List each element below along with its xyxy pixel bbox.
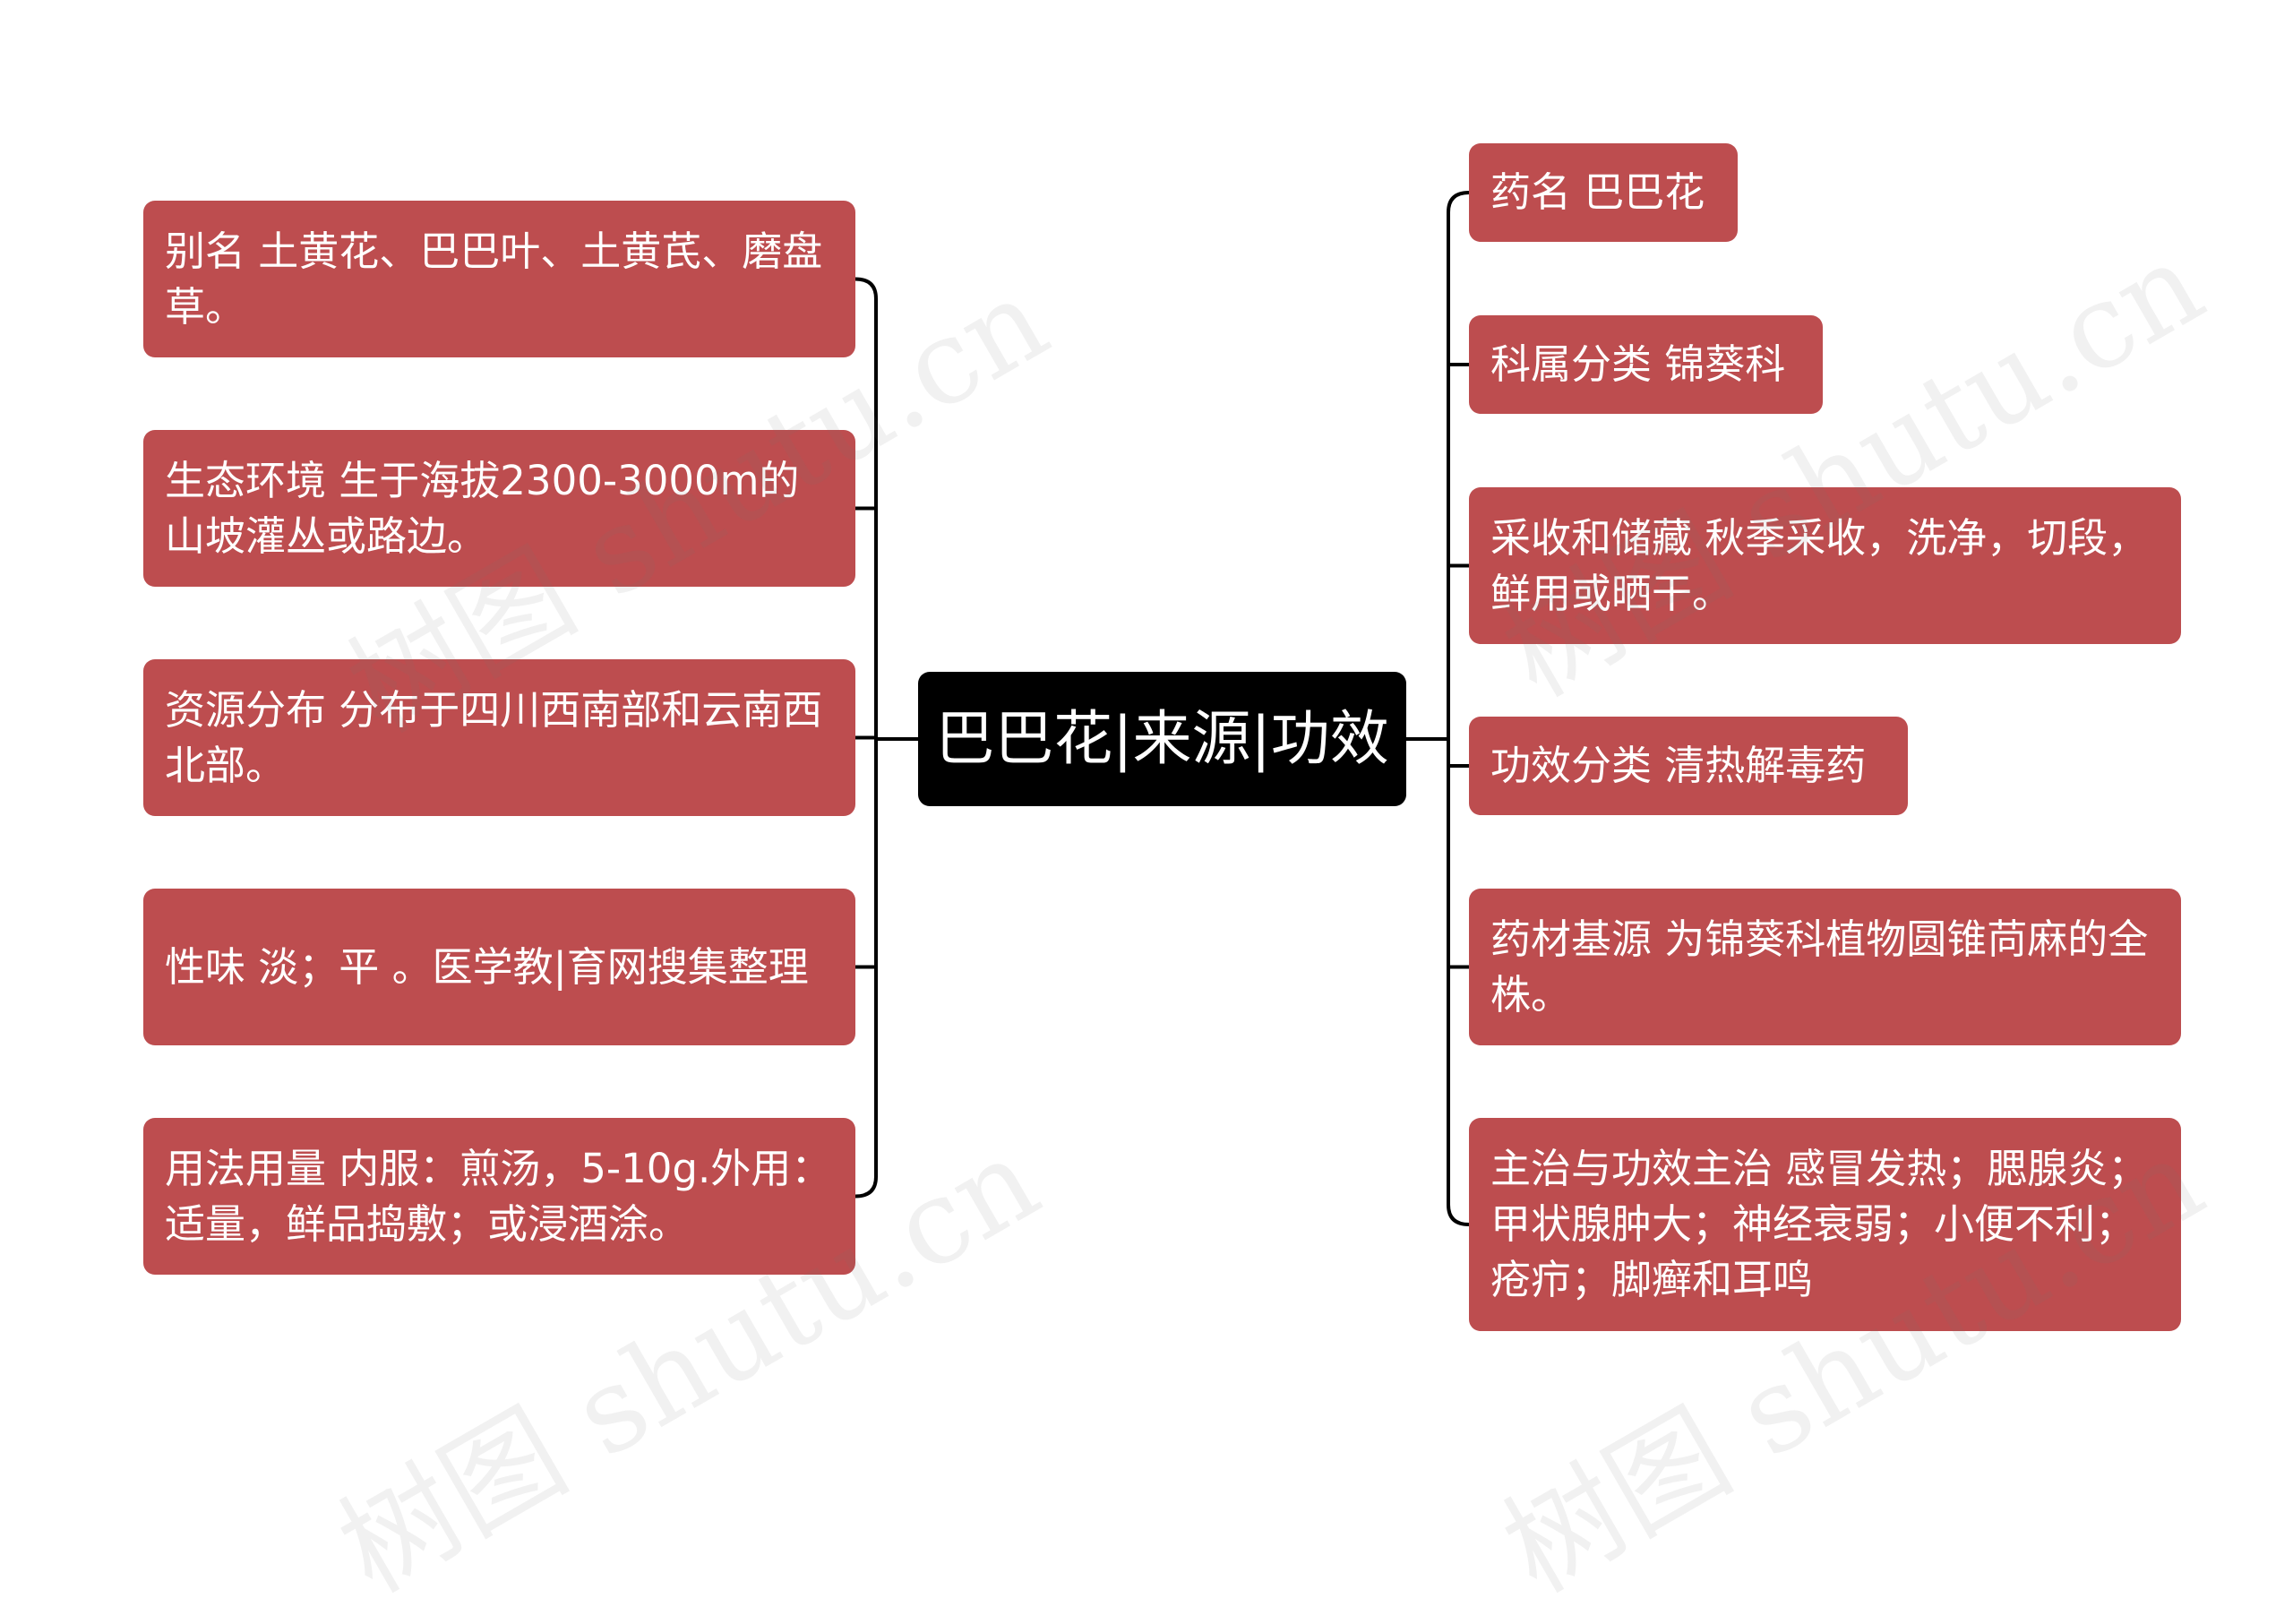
node-label: 功效分类 清热解毒药: [1490, 742, 1867, 789]
node-label: 生态环境 生于海拔2300-3000m的山坡灌丛或路边。: [165, 456, 800, 560]
left-node-taste[interactable]: 性味 淡；平 。医学教|育网搜集整理: [143, 889, 855, 1045]
node-label: 用法用量 内服：煎汤，5-10g.外用：适量，鲜品捣敷；或浸酒涂。: [165, 1144, 832, 1248]
root-label: 巴巴花|来源|功效: [935, 704, 1389, 773]
left-node-usage[interactable]: 用法用量 内服：煎汤，5-10g.外用：适量，鲜品捣敷；或浸酒涂。: [143, 1118, 855, 1275]
branch-link-right: [1447, 1204, 1470, 1226]
branch-link-left: [855, 277, 878, 299]
node-label: 药名 巴巴花: [1490, 168, 1705, 216]
node-label: 资源分布 分布于四川西南部和云南西北部。: [165, 685, 823, 789]
right-node-indications[interactable]: 主治与功效主治 感冒发热；腮腺炎；甲状腺肿大；神经衰弱；小便不利；疮疖；脚癣和耳…: [1469, 1118, 2181, 1331]
left-node-distribution[interactable]: 资源分布 分布于四川西南部和云南西北部。: [143, 659, 855, 816]
root-node[interactable]: 巴巴花|来源|功效: [918, 672, 1406, 806]
right-node-family[interactable]: 科属分类 锦葵科: [1469, 315, 1823, 414]
right-node-harvest[interactable]: 采收和储藏 秋季采收，洗净，切段，鲜用或晒干。: [1469, 487, 2181, 644]
node-label: 别名 土黄花、巴巴叶、土黄芪、磨盘草。: [165, 227, 823, 331]
node-label: 科属分类 锦葵科: [1490, 340, 1786, 388]
right-node-name[interactable]: 药名 巴巴花: [1469, 143, 1738, 242]
branch-link-left: [855, 1176, 878, 1199]
right-node-efficacy-category[interactable]: 功效分类 清热解毒药: [1469, 717, 1908, 815]
node-label: 主治与功效主治 感冒发热；腮腺炎；甲状腺肿大；神经衰弱；小便不利；疮疖；脚癣和耳…: [1490, 1145, 2149, 1303]
left-node-habitat[interactable]: 生态环境 生于海拔2300-3000m的山坡灌丛或路边。: [143, 430, 855, 587]
node-label: 性味 淡；平 。医学教|育网搜集整理: [165, 942, 809, 991]
connector-lines: [855, 191, 1470, 1226]
node-label: 药材基源 为锦葵科植物圆锥苘麻的全株。: [1490, 915, 2149, 1018]
branch-link-right: [1447, 191, 1470, 213]
right-node-source[interactable]: 药材基源 为锦葵科植物圆锥苘麻的全株。: [1469, 889, 2181, 1045]
node-label: 采收和储藏 秋季采收，洗净，切段，鲜用或晒干。: [1490, 513, 2149, 617]
left-node-alias[interactable]: 别名 土黄花、巴巴叶、土黄芪、磨盘草。: [143, 201, 855, 357]
